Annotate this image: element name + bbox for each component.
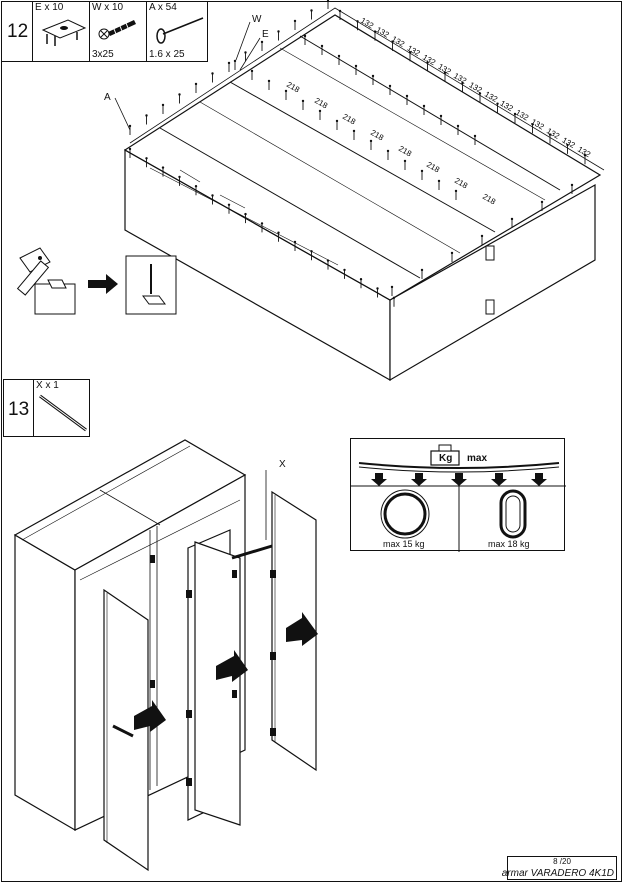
wardrobe-doors-drawing (13, 439, 318, 872)
shelf-load-diagram (351, 444, 566, 552)
left-max-caption: max 15 kg (383, 539, 425, 549)
step-12-parts-box: 12 E x 10 W x 10 3x25 A x 54 1.6 x 25 (1, 1, 208, 62)
part-w-label: W x 10 (92, 2, 124, 13)
load-limit-box: Kg max max 15 kg max 18 kg (350, 438, 566, 552)
max-word-label: max (467, 453, 488, 464)
nail-icon (156, 17, 204, 44)
callout-a: A (104, 92, 111, 103)
callout-e: E (262, 29, 269, 40)
arrow-right-icon (88, 274, 118, 294)
measurement-label: 132 (406, 44, 423, 59)
model-name: armar VARADERO 4K1D (501, 868, 614, 879)
measurement-label: 132 (375, 25, 392, 40)
insert-arrow-icon (134, 700, 166, 732)
down-arrow-icon (451, 473, 467, 486)
right-max-caption: max 18 kg (488, 539, 530, 549)
down-arrow-icon (531, 473, 547, 486)
hammer-nailing-detail (16, 247, 177, 315)
weight-icon (430, 444, 460, 466)
measurement-label: 132 (483, 90, 500, 105)
measurement-label: 132 (452, 71, 469, 86)
insert-arrow-icon (286, 612, 318, 646)
measurement-label: 132 (468, 80, 485, 95)
part-w-size: 3x25 (92, 49, 114, 60)
part-e-cell: E x 10 (32, 2, 89, 61)
measurement-label: 132 (545, 126, 562, 141)
callout-w: W (252, 14, 262, 25)
measurement-label: 132 (514, 108, 531, 123)
cam-dowel-icon (41, 19, 87, 46)
callout-x: X (279, 459, 286, 470)
step-13-number: 13 (8, 399, 30, 420)
weight-unit-label: Kg (439, 453, 453, 464)
measurement-label: 132 (530, 117, 547, 132)
measurement-label: 132 (561, 136, 578, 151)
part-w-cell: W x 10 3x25 (89, 2, 146, 61)
screw-icon (98, 20, 136, 40)
part-a-cell: A x 54 1.6 x 25 (146, 2, 208, 61)
insert-arrow-icon (216, 650, 248, 682)
down-arrow-icon (371, 473, 387, 486)
part-x-cell: X x 1 (33, 380, 90, 436)
part-a-label: A x 54 (149, 2, 177, 13)
down-arrow-icon (411, 473, 427, 486)
measurement-label: 132 (421, 53, 438, 68)
part-x-label: X x 1 (36, 380, 59, 391)
part-e-label: E x 10 (35, 2, 64, 13)
measurement-label: 132 (359, 16, 376, 31)
footer-box: 8 /20 armar VARADERO 4K1D (502, 856, 617, 880)
step-12-number: 12 (7, 21, 29, 42)
page-number: 8 /20 (553, 857, 571, 866)
measurement-label: 132 (499, 99, 516, 114)
hammer-icon (16, 247, 51, 296)
measurement-label: 132 (576, 145, 593, 160)
back-panel-assembly-drawing: 1321321321321321321321321321321321321321… (114, 0, 605, 382)
step-13-parts-box: 13 X x 1 (3, 379, 90, 437)
part-a-size: 1.6 x 25 (149, 49, 185, 60)
measurement-label: 132 (437, 62, 454, 77)
down-arrow-icon (491, 473, 507, 486)
hanging-rail-icon (39, 394, 87, 432)
